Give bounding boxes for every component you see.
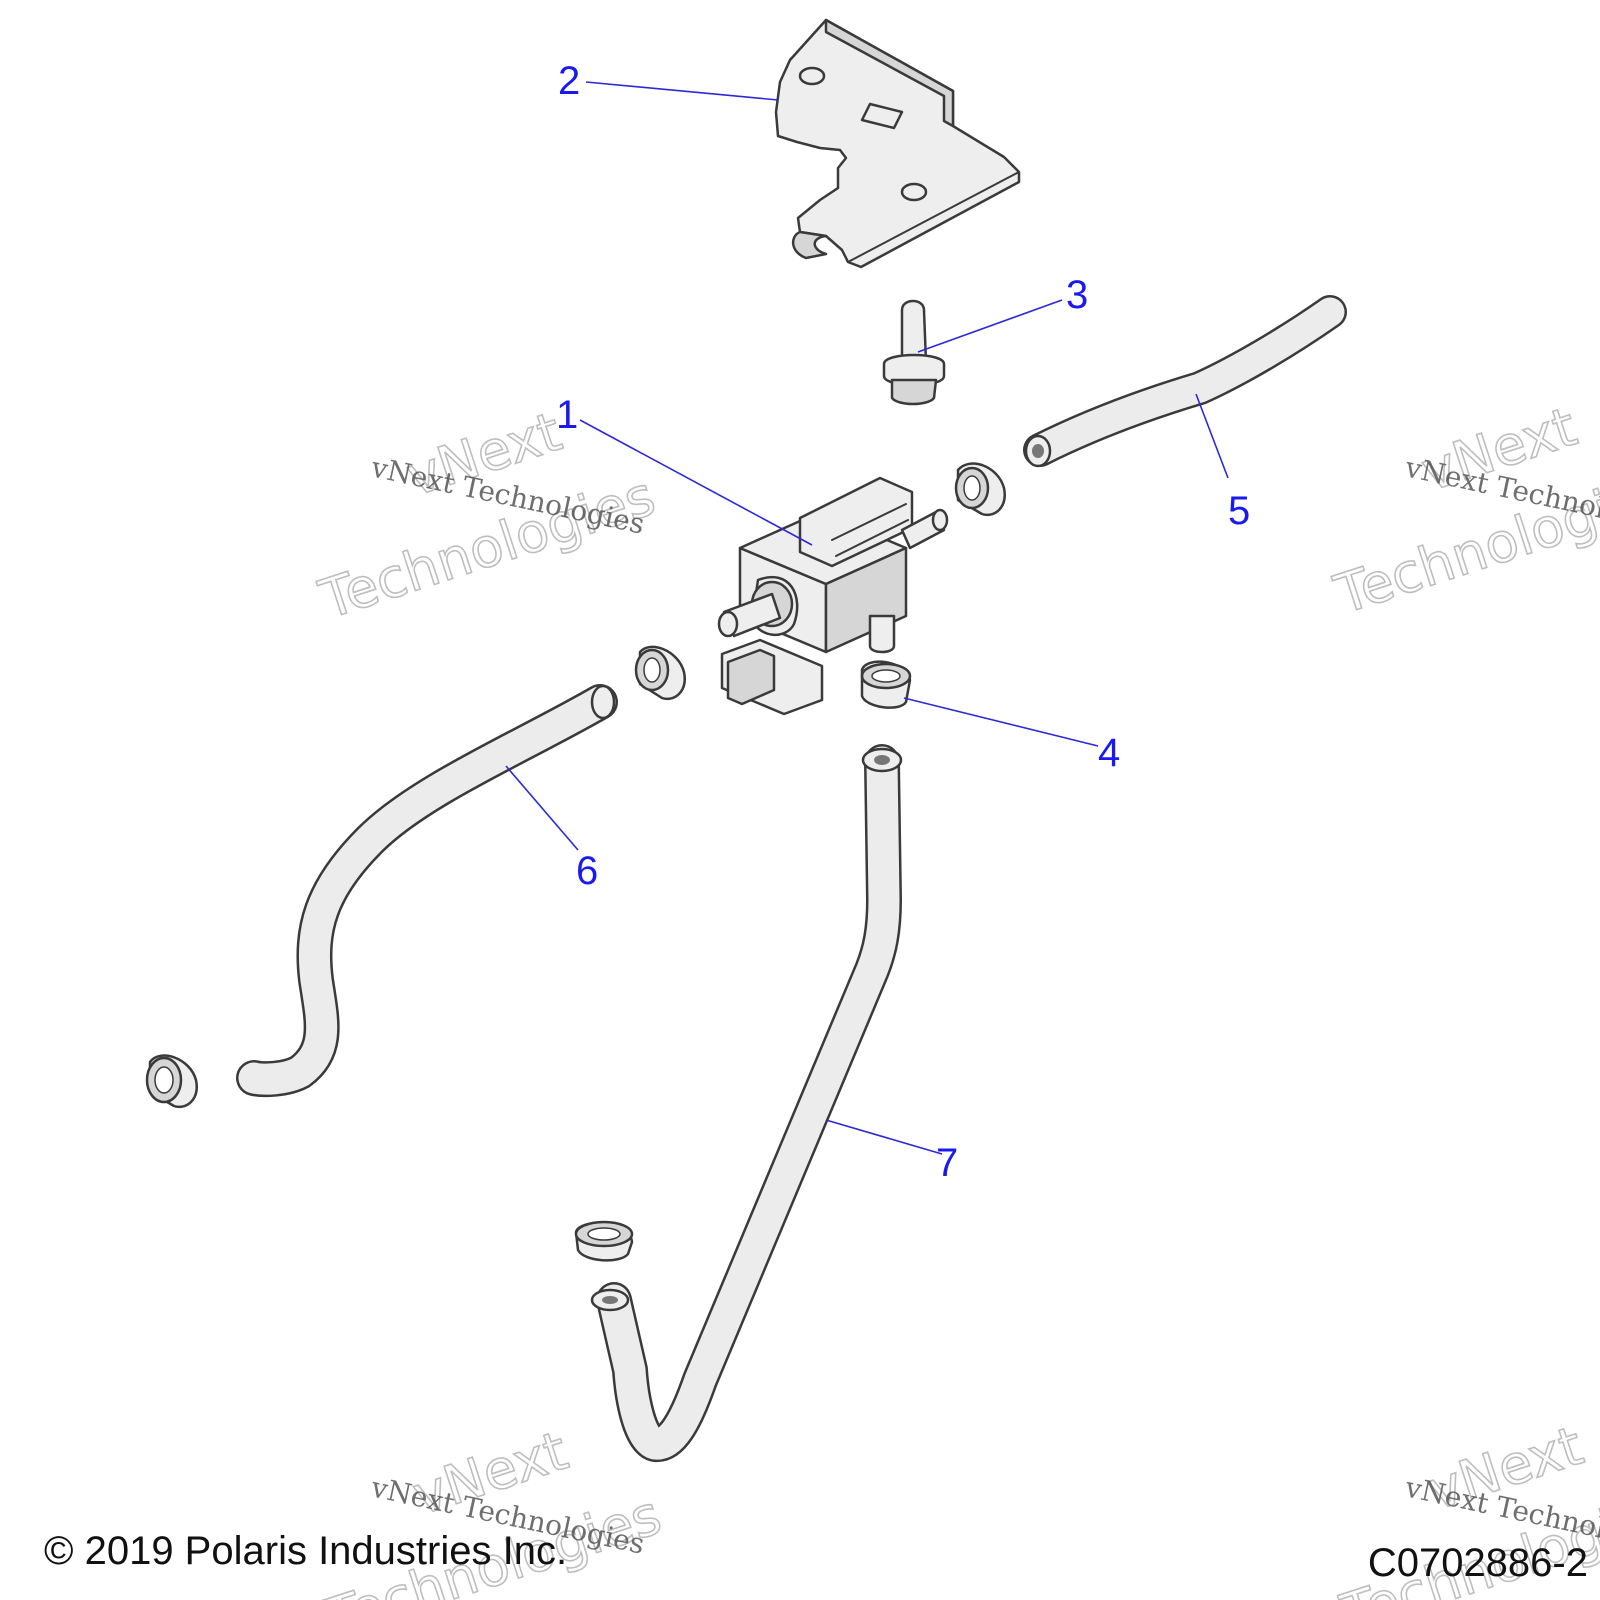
valve-plug-socket — [726, 648, 776, 706]
valve-front-nipple-end — [717, 610, 739, 638]
leader-6 — [505, 765, 579, 851]
valve-body-side — [824, 546, 908, 654]
callout-numbers: 1 2 3 4 5 6 7 — [556, 59, 1250, 1185]
callout-2: 2 — [558, 59, 580, 103]
hose-7-body — [598, 746, 900, 1460]
hose-5-bore — [1032, 444, 1044, 458]
leader-5 — [1195, 393, 1229, 479]
leader-1 — [579, 419, 813, 546]
clamp-hose-7-end — [574, 1220, 634, 1262]
callout-6: 6 — [576, 849, 598, 893]
bolt-head — [890, 378, 938, 406]
callout-4: 4 — [1098, 731, 1120, 775]
callout-3: 3 — [1066, 273, 1088, 317]
bracket-hole-bottom — [900, 182, 928, 202]
clamp-near-hose-6 — [634, 645, 686, 701]
valve-connector-latch — [831, 503, 909, 557]
bracket-flange — [824, 18, 955, 128]
hose-7-bore-bottom — [602, 1296, 618, 1304]
part-2-bracket — [774, 18, 1021, 269]
bracket-slot — [860, 102, 904, 130]
copyright-notice: © 2019 Polaris Industries Inc. — [44, 1529, 567, 1573]
leader-3 — [917, 299, 1063, 353]
clamp-hose-6-end — [145, 1054, 198, 1109]
callout-7: 7 — [936, 1141, 958, 1185]
part-4-clamp — [860, 660, 912, 709]
valve-bottom-nipple — [868, 614, 896, 654]
hose-7-bore-top — [874, 755, 890, 765]
part-3-bolt — [882, 299, 946, 406]
leader-4 — [903, 697, 1099, 747]
hose-6-body — [238, 686, 616, 1095]
bracket-curl — [792, 230, 828, 260]
clamp-near-hose-5 — [954, 462, 1006, 517]
part-5-hose — [1023, 295, 1347, 468]
part-7-hose — [590, 744, 903, 1462]
callout-1: 1 — [556, 393, 578, 437]
callout-5: 5 — [1228, 489, 1250, 533]
leader-7 — [825, 1119, 943, 1155]
bracket-bottom-edge — [847, 171, 1020, 263]
hose-7-outline — [596, 744, 902, 1462]
bracket-hole-top — [798, 66, 826, 86]
leader-2 — [585, 81, 779, 101]
bracket-plate — [774, 18, 1021, 269]
hose-6-end-top — [590, 684, 616, 720]
bolt-shank — [900, 299, 928, 364]
hose-5-body — [1025, 297, 1345, 465]
drawing-code: C0702886-2 — [1368, 1541, 1588, 1585]
valve-side-nipple-end — [931, 508, 949, 532]
part-6-hose — [236, 684, 618, 1098]
part-1-valve — [717, 476, 949, 716]
leader-lines — [505, 81, 1229, 1155]
